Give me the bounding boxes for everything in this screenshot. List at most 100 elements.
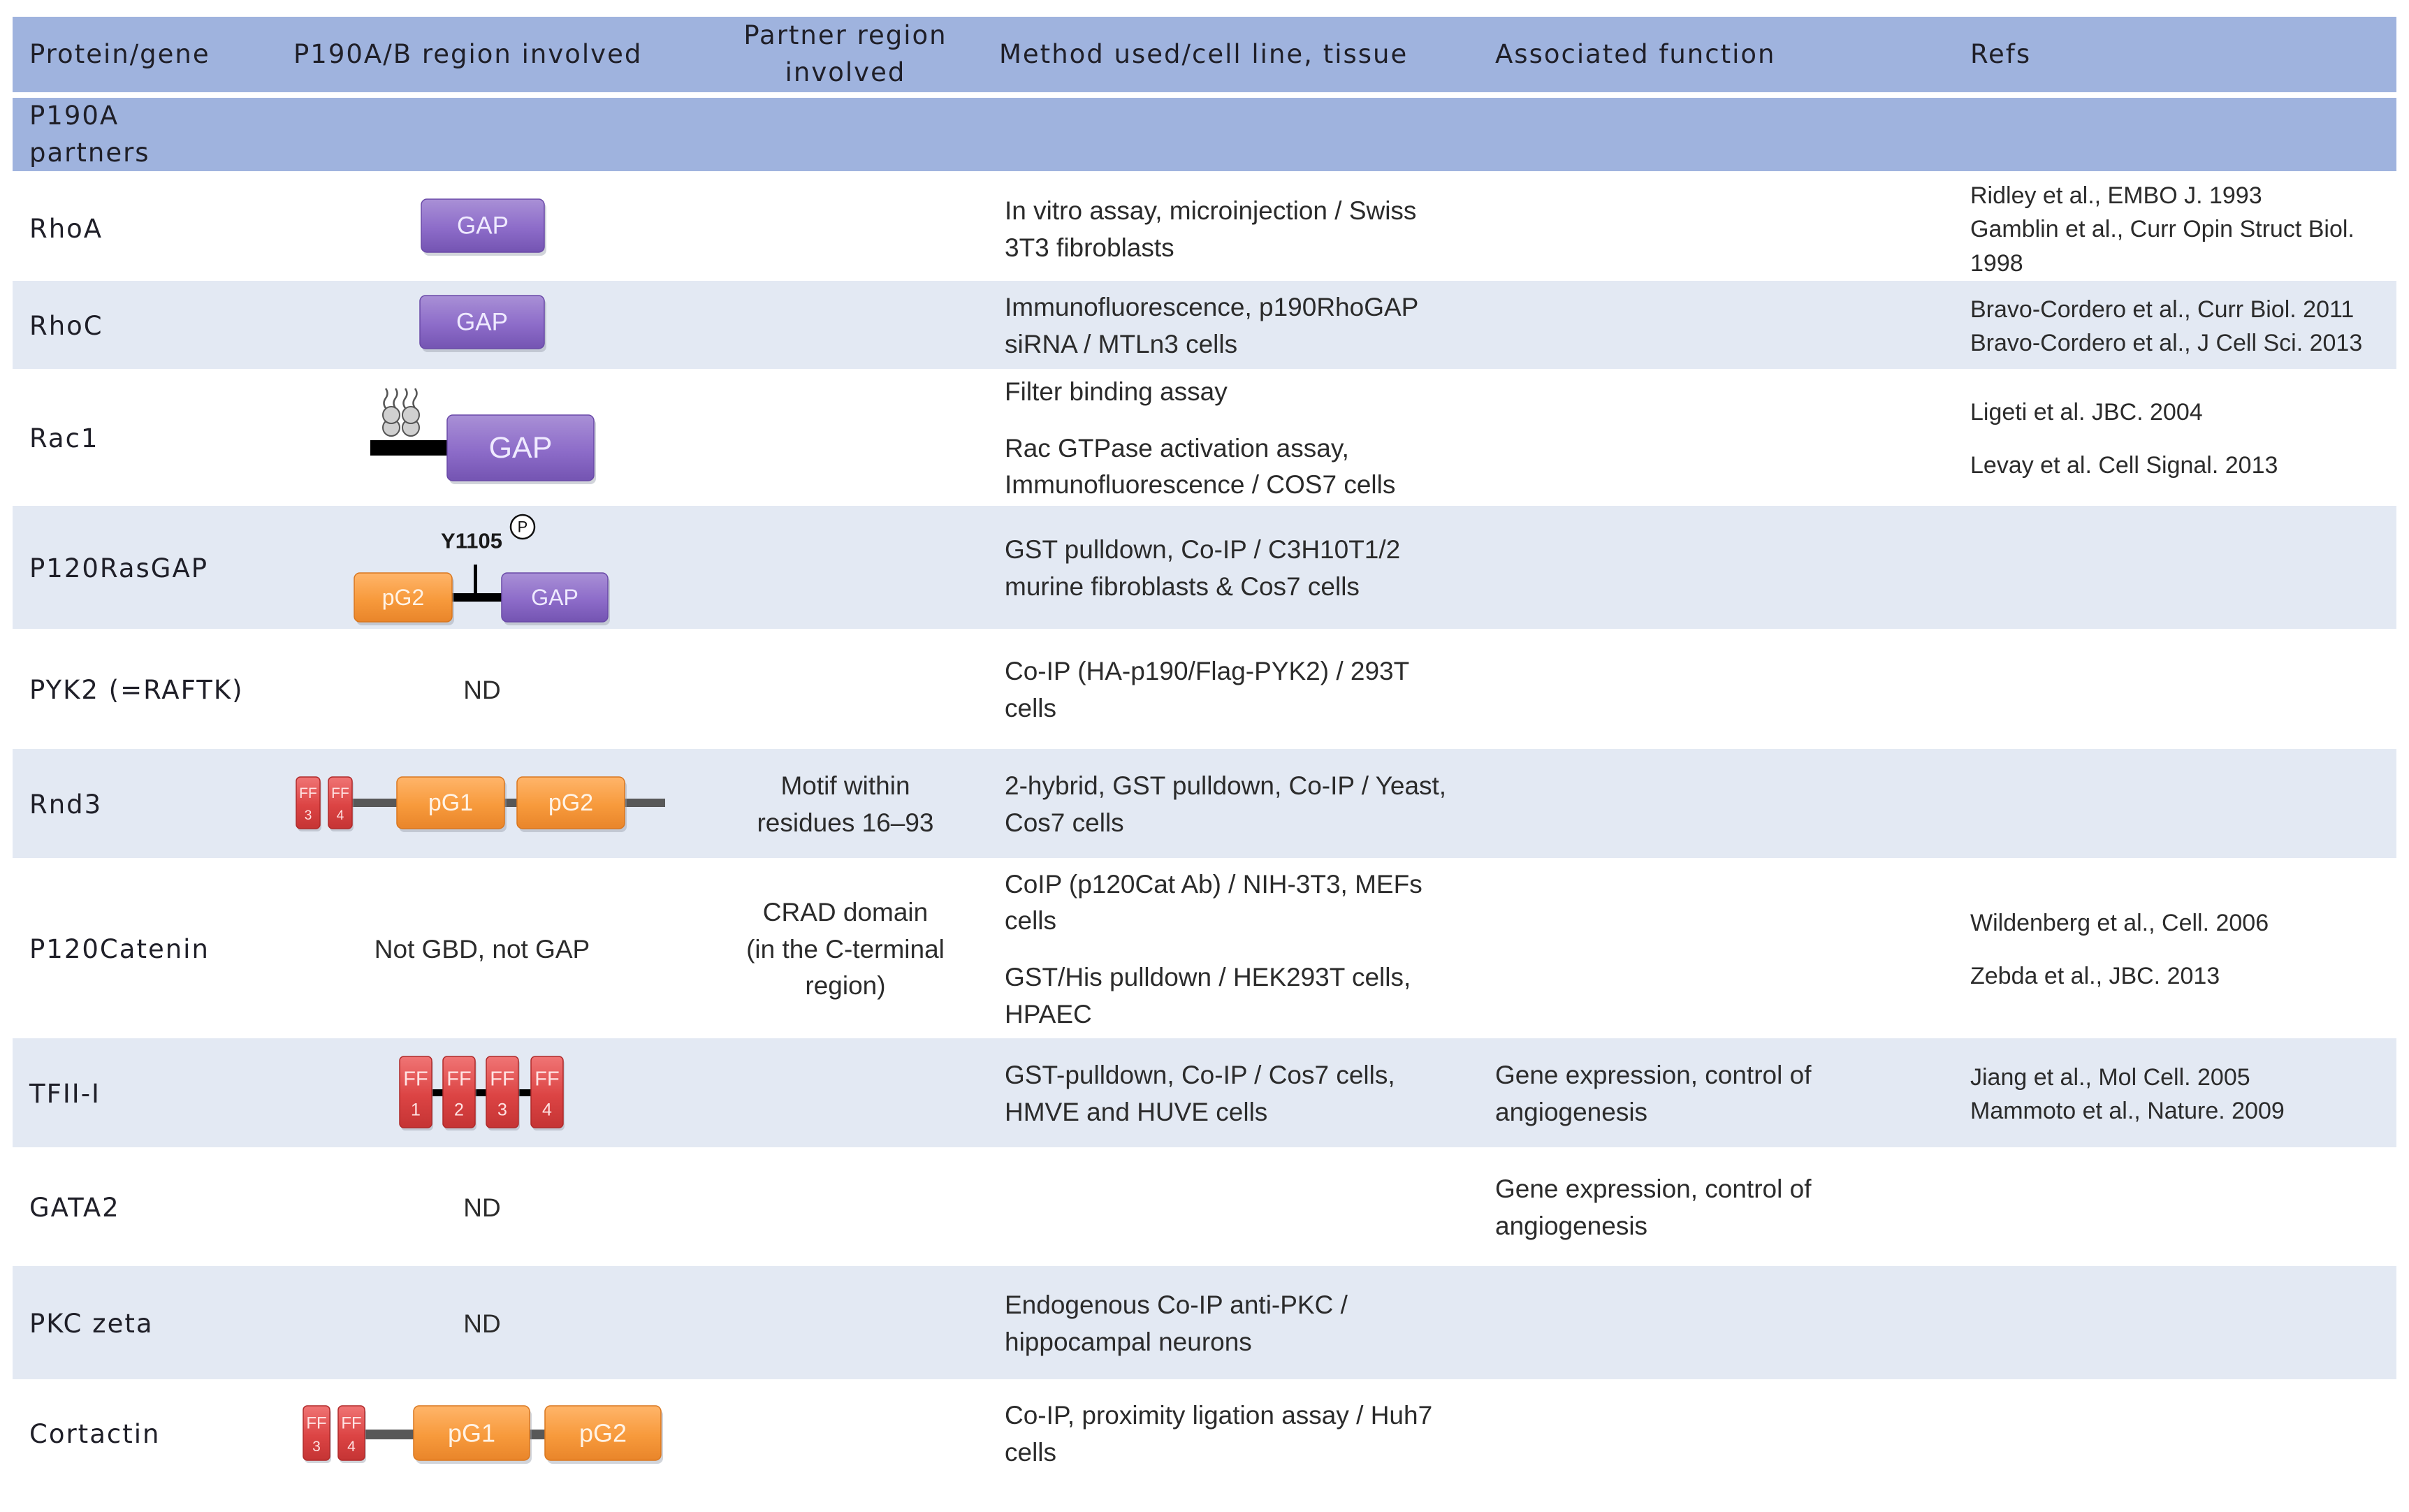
ff-domain-box [486,1056,519,1128]
cell-protein: GATA2 [29,1150,260,1266]
ff-domain: FF4 [337,1405,366,1463]
cell-region-line: ND [463,1309,501,1338]
phospho-stem [474,565,477,595]
pg2-domain-label: pG2 [579,1419,627,1448]
cell-refs [1970,632,2403,749]
lipid-tail [393,388,398,409]
pg2-domain-box [354,572,453,623]
cell-region: ND [272,1150,692,1266]
cell-method-line: Co-IP, proximity ligation assay / Huh7 [1005,1401,1433,1430]
cell-refs [1970,749,2403,861]
cell-refs [1970,506,2403,632]
ff-domain: FF4 [328,776,354,831]
cell-partner [699,372,992,506]
ff-domain-number: 2 [454,1100,464,1120]
cell-refs-line: Wildenberg et al., Cell. 2006 [1970,909,2269,936]
cell-partner-line: (in the C-terminal [746,934,945,964]
cell-method-line: HMVE and HUVE cells [1005,1098,1268,1126]
cell-refs-line: Levay et al. Cell Signal. 2013 [1970,452,2278,479]
header-protein-gene: Protein/gene [29,17,260,92]
cell-protein-line: TFII-I [29,1078,101,1109]
cell-refs-line: Bravo-Cordero et al., J Cell Sci. 2013 [1970,330,2363,356]
cell-function [1495,281,1956,372]
pg2-domain: pG2 [544,1405,663,1464]
ff-domain-number: 4 [542,1100,552,1120]
gap-domain-box [421,198,545,253]
ff-domain-label: FF [490,1068,514,1091]
cell-function [1502,861,1963,1038]
cell-partner-line: residues 16–93 [757,808,934,837]
cell-function [1495,632,1956,749]
pg1-domain-label: pG1 [428,790,473,816]
gap-domain-label: GAP [457,212,509,240]
cell-protein-line: Rnd3 [29,789,103,820]
cell-refs-line: Jiang et al., Mol Cell. 2005 [1970,1063,2250,1091]
cell-refs-line: Bravo-Cordero et al., Curr Biol. 2011 [1970,296,2355,323]
cell-protein: Rnd3 [29,749,260,861]
cell-function-line: Gene expression, control of [1495,1175,1812,1204]
cell-method-line: cells [1005,1438,1057,1467]
cell-method-line: CoIP (p120Cat Ab) / NIH-3T3, MEFs [1005,869,1422,899]
cell-refs-line [1970,940,2403,959]
lipid-tail [402,388,408,409]
lipid-head [402,406,420,424]
gap-domain-label: GAP [489,431,553,465]
cell-partner [699,1038,992,1150]
ff-domain-label: FF [403,1068,428,1091]
row-separator [13,629,2396,632]
pg2-domain: pG2 [516,776,627,832]
pg1-domain-label: pG1 [448,1419,495,1448]
phospho-mark: P [518,518,528,536]
cell-function [1495,749,1956,861]
cell-region-line: ND [463,675,501,704]
cell-method-line: murine fibroblasts & Cos7 cells [1005,572,1360,601]
cell-method-line [1005,940,1480,959]
pg1-domain: pG1 [396,776,507,832]
cell-function [1495,178,1956,281]
ff-domain: FF4 [530,1056,565,1131]
cell-partner [699,281,992,372]
cell-method-line: Endogenous Co-IP anti-PKC / [1005,1291,1348,1320]
cell-protein: Rac1 [29,372,260,506]
ff-domain-box [399,1056,432,1128]
cell-protein-line: PKC zeta [29,1308,154,1339]
cell-method-line: In vitro assay, microinjection / Swiss [1005,196,1417,225]
cell-protein-line: PYK2 (=RAFTK) [29,674,244,705]
row-band [13,372,2396,506]
cell-partner-line: region) [805,971,886,1001]
pg1-domain: pG1 [413,1405,532,1464]
gap-domain: GAP [446,414,596,484]
ff-domain: FF3 [296,776,321,831]
ff-domain-box [296,776,321,829]
cell-method-line: cells [1005,694,1057,722]
header-p190-region: P190A/B region involved [293,17,685,92]
ff-domain-box [442,1056,476,1128]
header-p190-region-line: P190A/B region involved [293,38,643,69]
pg1-domain-box [413,1405,530,1461]
row-separator [13,1263,2396,1266]
cell-region: ND [272,632,692,749]
section-p190a-partners-line: P190A [29,100,119,131]
row-band [13,1150,2396,1266]
cell-partner [699,178,992,281]
gap-domain-label: GAP [456,309,508,336]
row-separator [13,503,2396,506]
cell-function [1495,1266,1956,1382]
pg2-domain-label: pG2 [382,585,424,610]
cell-partner [699,632,992,749]
cell-refs-line: 1998 [1970,249,2023,277]
cell-partner-line: CRAD domain [762,898,929,927]
cell-refs [1970,1150,2403,1266]
ff-domain-label: FF [341,1413,361,1432]
cell-function [1495,506,1956,632]
cell-method-line: GST-pulldown, Co-IP / Cos7 cells, [1005,1061,1395,1090]
cell-protein-line: RhoC [29,310,103,341]
ff-domain-number: 3 [497,1100,507,1120]
row-band [13,281,2396,372]
header-band [13,17,2396,92]
